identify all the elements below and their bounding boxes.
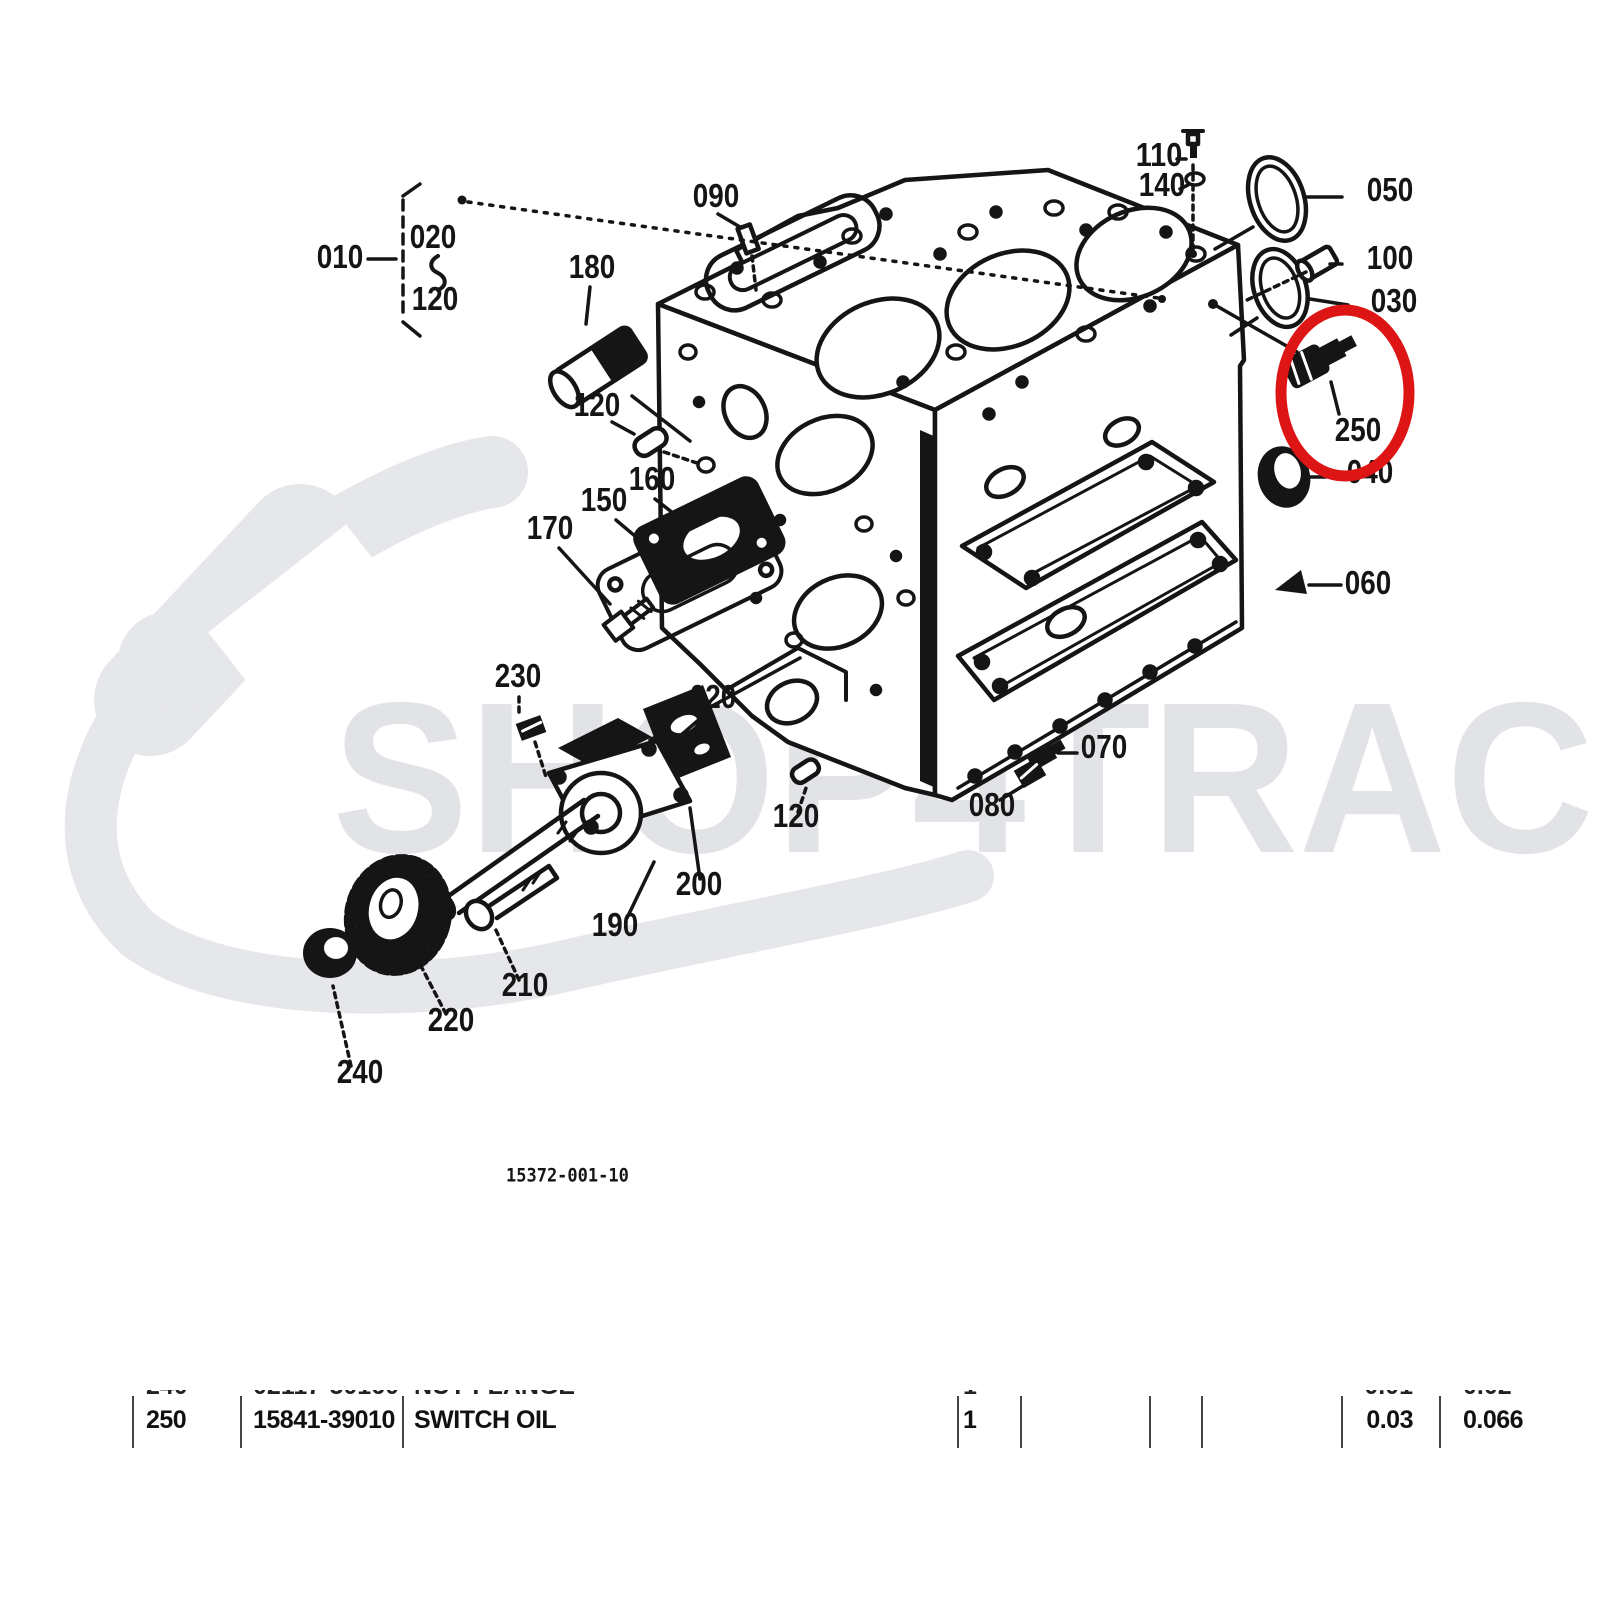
clipped-cell-description: NUT FLANGE bbox=[414, 1390, 934, 1401]
clipped-cell-weight_kg: 0.01 bbox=[1341, 1390, 1413, 1401]
part-label-160-13: 160 bbox=[629, 460, 676, 497]
part-label-170-15: 170 bbox=[527, 509, 574, 546]
part-label-090-3: 090 bbox=[693, 177, 740, 214]
table-cell-qty: 1 bbox=[963, 1406, 977, 1434]
column-separator bbox=[1020, 1396, 1022, 1448]
part-label-100-8: 100 bbox=[1367, 239, 1414, 276]
table-cell-part_no: 15841-39010 bbox=[253, 1406, 395, 1434]
part-label-070-19: 070 bbox=[1081, 728, 1128, 765]
table-cell-weight_kg: 0.03 bbox=[1366, 1406, 1413, 1434]
clipped-cell-ref_no: 240 bbox=[146, 1390, 236, 1401]
column-separator bbox=[1341, 1396, 1343, 1448]
clipped-cell-part_no: 02117-50160 bbox=[253, 1390, 399, 1401]
column-separator bbox=[1201, 1396, 1203, 1448]
part-label-120-21: 120 bbox=[773, 797, 820, 834]
part-label-190-23: 190 bbox=[592, 906, 639, 943]
column-separator bbox=[240, 1396, 242, 1448]
engine-block-art bbox=[303, 129, 1357, 978]
part-label-110-5: 110 bbox=[1136, 136, 1183, 173]
clipped-cell-weight_lbs: 0.02 bbox=[1463, 1390, 1558, 1401]
part-label-060-16: 060 bbox=[1345, 564, 1392, 601]
part-label-020-1: 020 bbox=[410, 218, 457, 255]
column-separator bbox=[957, 1396, 959, 1448]
column-separator bbox=[1149, 1396, 1151, 1448]
part-label-080-20: 080 bbox=[969, 786, 1016, 823]
part-label-020-18: 020 bbox=[690, 678, 737, 715]
part-label-010-0: 010 bbox=[317, 238, 364, 275]
table-cell-description: SWITCH OIL bbox=[414, 1406, 557, 1434]
part-label-030-9: 030 bbox=[1371, 282, 1418, 319]
part-label-050-7: 050 bbox=[1367, 171, 1414, 208]
part-label-240-26: 240 bbox=[337, 1053, 384, 1090]
part-label-250-10: 250 bbox=[1335, 411, 1382, 448]
part-label-140-6: 140 bbox=[1139, 166, 1186, 203]
part-label-150-14: 150 bbox=[581, 481, 628, 518]
column-separator bbox=[1439, 1396, 1441, 1448]
part-label-180-4: 180 bbox=[569, 248, 616, 285]
part-label-210-24: 210 bbox=[502, 966, 549, 1003]
part-label-220-25: 220 bbox=[428, 1001, 475, 1038]
part-label-200-22: 200 bbox=[676, 865, 723, 902]
clipped-cell-qty: 1 bbox=[963, 1390, 1015, 1401]
table-cell-ref_no: 250 bbox=[146, 1406, 187, 1434]
column-separator bbox=[402, 1396, 404, 1448]
table-cell-weight_lbs: 0.066 bbox=[1463, 1406, 1524, 1434]
figure-code: 15372-001-10 bbox=[506, 1165, 629, 1187]
column-separator bbox=[132, 1396, 134, 1448]
part-label-230-17: 230 bbox=[495, 657, 542, 694]
parts-table: 240 02117-50160 NUT FLANGE 1 0.01 0.02 250 158… bbox=[0, 1390, 1600, 1452]
leader-lines bbox=[331, 157, 1350, 1068]
watermark-wrench-graphic: SHOP4TRAC bbox=[64, 436, 1594, 1014]
part-label-120-12: 120 bbox=[574, 386, 621, 423]
part-label-120-2: 120 bbox=[412, 280, 459, 317]
highlight-circle bbox=[1275, 304, 1415, 482]
